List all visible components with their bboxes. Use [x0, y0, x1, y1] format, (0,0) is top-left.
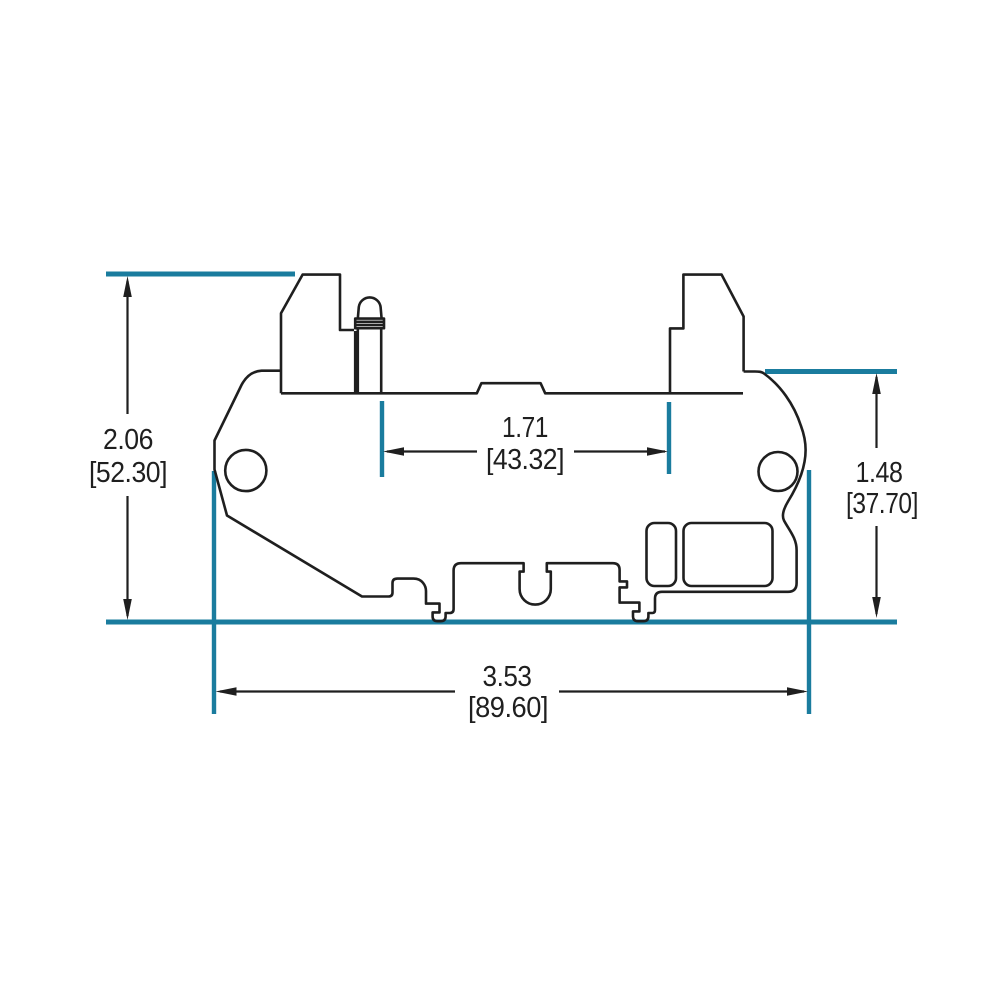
dim-width-center-inches: 1.71	[502, 412, 548, 444]
part-outline-group	[213, 273, 807, 623]
dimension-height-right: 1.48 [37.70]	[846, 373, 919, 618]
dim-height-left-mm: [52.30]	[89, 457, 167, 489]
arrowhead-right	[647, 447, 668, 456]
dimension-height-left: 2.06 [52.30]	[89, 276, 168, 620]
arrowhead-left	[215, 687, 237, 696]
right-terminal-block	[668, 273, 745, 394]
dimension-width-center: 1.71 [43.32]	[383, 412, 668, 476]
arrowhead-right	[787, 687, 808, 696]
dim-width-overall-inches: 3.53	[483, 661, 532, 693]
body-top-edge	[281, 381, 743, 395]
dim-width-center-mm: [43.32]	[486, 444, 564, 476]
dim-height-right-mm: [37.70]	[846, 488, 918, 520]
left-mounting-hole	[223, 448, 268, 493]
pin-body	[356, 328, 383, 394]
left-terminal-block	[279, 273, 354, 394]
dim-height-right-inches: 1.48	[856, 457, 903, 489]
arrowhead-down	[872, 597, 881, 618]
arrowhead-down	[123, 599, 132, 620]
body-outline	[213, 369, 807, 623]
dim-height-left-inches: 2.06	[103, 424, 153, 456]
dim-width-overall-mm: [89.60]	[468, 692, 548, 724]
arrowhead-up	[872, 373, 881, 394]
pin-collar	[353, 317, 386, 330]
arrowhead-up	[123, 276, 132, 297]
dimension-width-overall: 3.53 [89.60]	[215, 661, 808, 724]
marking-area-small	[645, 521, 678, 588]
arrowhead-left	[383, 447, 404, 456]
pin-dome	[356, 296, 383, 319]
test-pin	[353, 296, 386, 394]
marking-area-large	[682, 521, 774, 588]
right-mounting-hole	[757, 450, 799, 493]
reference-lines	[106, 271, 897, 714]
